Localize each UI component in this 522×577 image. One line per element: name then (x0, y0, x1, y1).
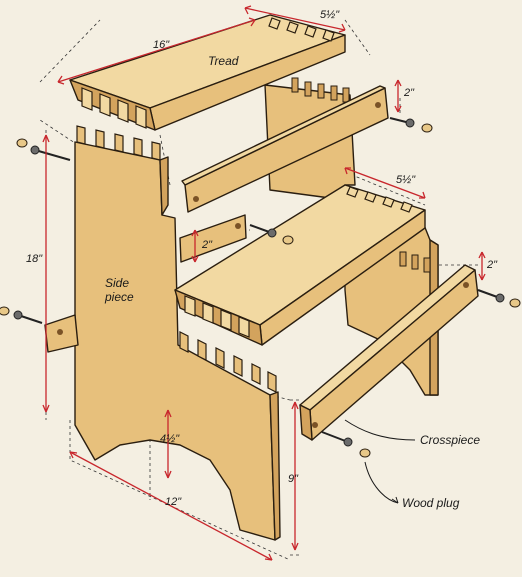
screw-1 (30, 145, 71, 161)
plug-3 (282, 235, 294, 245)
side-piece-label-1: Side (105, 276, 129, 290)
screw-5 (477, 289, 505, 303)
plug-2 (0, 306, 10, 316)
dim-arch-height: 4½" (160, 433, 180, 445)
plug-5 (509, 298, 521, 308)
wood-plug-label: Wood plug (402, 496, 460, 510)
plug-1 (16, 138, 28, 148)
middle-rail (179, 214, 247, 263)
wood-plugs (0, 123, 521, 458)
main-crosspiece (299, 264, 479, 441)
front-side-piece (74, 125, 281, 541)
dim-rail-height-mid: 2" (201, 239, 213, 251)
dim-rail-height-top: 2" (403, 87, 415, 99)
left-crosspiece (44, 314, 79, 353)
screws (13, 117, 505, 447)
crosspiece-label: Crosspiece (420, 433, 480, 447)
dimension-lines (42, 5, 486, 561)
dim-tread-length: 16" (153, 39, 170, 51)
dim-foot-height: 9" (288, 473, 299, 485)
plug-4 (421, 123, 433, 133)
leader-lines (344, 419, 416, 504)
screw-6 (321, 431, 353, 447)
lower-tread (174, 184, 426, 346)
screw-3 (249, 224, 277, 238)
upper-rail (181, 85, 389, 213)
dim-tread-width-top: 5½" (320, 9, 340, 21)
dim-rail-height-right: 2" (486, 259, 498, 271)
dim-tread-width-lower: 5½" (396, 174, 416, 186)
dim-side-width: 12" (165, 496, 182, 508)
screw-2 (13, 310, 43, 324)
plug-6 (359, 448, 371, 458)
screw-4 (389, 117, 415, 128)
side-piece-label-2: piece (104, 290, 134, 304)
dim-side-height: 18" (26, 253, 43, 265)
tread-label: Tread (208, 54, 239, 68)
